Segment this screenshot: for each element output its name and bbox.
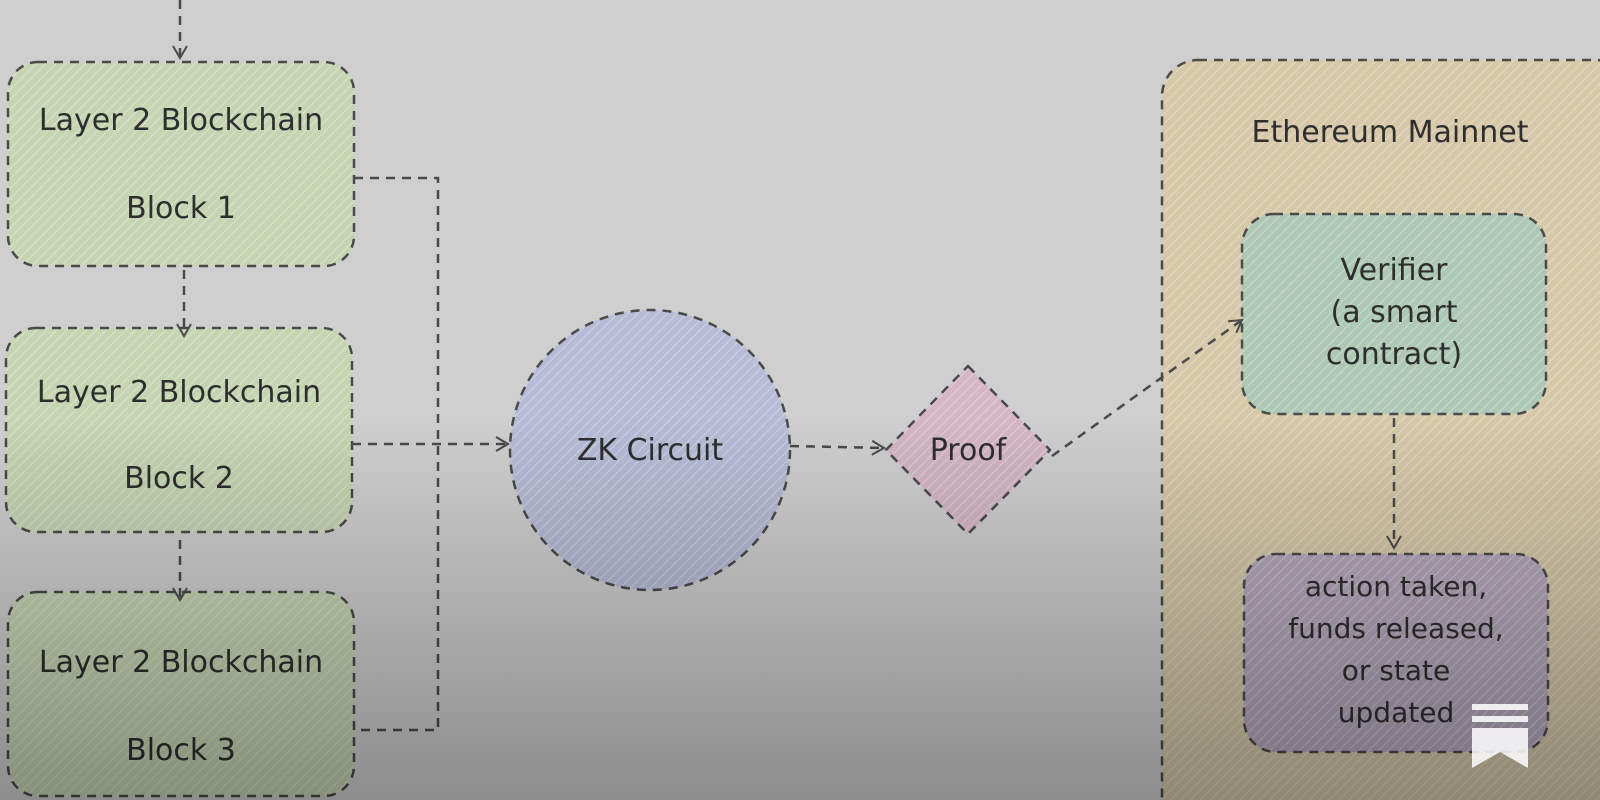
proof-node — [884, 364, 1052, 536]
arrow-proof-to-verifier — [1051, 318, 1244, 458]
verifier-box — [1240, 212, 1548, 416]
block-2-title: Layer 2 Blockchain — [36, 375, 322, 410]
verifier-line-3: contract) — [1325, 337, 1463, 372]
action-box — [1242, 552, 1550, 754]
action-line-1: action taken, — [1304, 570, 1488, 603]
verifier-line-2: (a smart — [1330, 295, 1458, 330]
action-line-3: or state — [1341, 654, 1451, 687]
block-2-box — [4, 326, 354, 534]
substack-bookmark-icon[interactable] — [1472, 704, 1528, 768]
zk-circuit-node — [508, 308, 792, 592]
zk-circuit-label: ZK Circuit — [576, 433, 724, 468]
block-3-box — [6, 590, 356, 798]
block-3-title: Layer 2 Blockchain — [38, 645, 324, 680]
action-line-2: funds released, — [1288, 612, 1504, 645]
connector-block-1 — [354, 176, 440, 732]
proof-label: Proof — [929, 433, 1007, 468]
block-1-name: Block 1 — [126, 191, 236, 226]
mainnet-label: Ethereum Mainnet — [1251, 115, 1529, 150]
block-1-box — [6, 60, 356, 268]
action-line-4: updated — [1337, 696, 1455, 729]
verifier-line-1: Verifier — [1340, 253, 1448, 288]
block-3-name: Block 3 — [126, 733, 236, 768]
block-2-name: Block 2 — [124, 461, 234, 496]
block-1-title: Layer 2 Blockchain — [38, 103, 324, 138]
arrow-circuit-to-proof — [789, 439, 886, 456]
